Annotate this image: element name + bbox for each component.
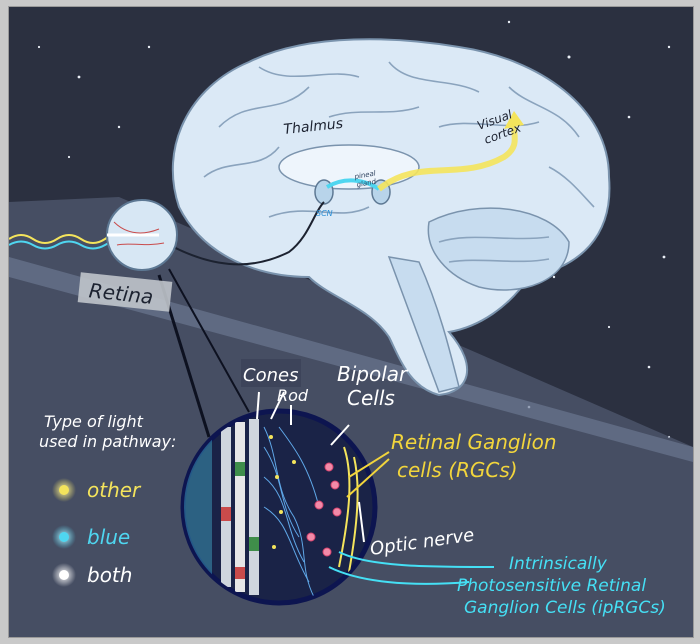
optic-nerve-line: [163, 201, 325, 266]
bipolar-threads: [263, 426, 320, 598]
labels: Thalmus Visual cortex pineal gland SCN R…: [77, 107, 666, 618]
blue-pathway: [325, 178, 381, 191]
yellow-pathway: [377, 126, 518, 192]
legend-title-2: used in pathway:: [39, 432, 176, 451]
legend-label-blue: blue: [87, 525, 130, 549]
rgc-label: Retinal Ganglion: [391, 430, 557, 454]
bipolar-label-2: Cells: [347, 386, 395, 410]
cones-label: Cones: [243, 365, 298, 386]
incoming-light-wave-blue: [9, 240, 118, 250]
eye: [106, 199, 178, 271]
bipolar-label: Bipolar: [337, 362, 409, 386]
pineal-label-2: gland: [356, 178, 377, 189]
circadian-pathway-diagram: Thalmus Visual cortex pineal gland SCN R…: [9, 20, 693, 637]
iprgc-label-3: Ganglion Cells (ipRGCs): [464, 598, 666, 618]
light-beam: [9, 197, 693, 637]
diagram-frame: Thalmus Visual cortex pineal gland SCN R…: [8, 6, 694, 638]
label-arrows: [256, 391, 495, 585]
legend-label-other: other: [87, 478, 142, 502]
legend: Type of light used in pathway: other blu…: [39, 412, 176, 587]
pineal-label: pineal: [353, 169, 376, 181]
photoreceptors: [221, 419, 259, 595]
rgc-label-2: cells (RGCs): [397, 458, 518, 482]
iprgc-label: Intrinsically: [509, 554, 608, 574]
yellow-pathway-arrow: [504, 111, 524, 129]
legend-title: Type of light: [44, 412, 144, 431]
legend-label-both: both: [87, 563, 132, 587]
brain: [171, 38, 611, 397]
scn-label: SCN: [316, 209, 333, 218]
rgc-cells: [306, 462, 342, 557]
thalmus-label: Thalmus: [283, 116, 344, 138]
zoom-line-right: [168, 268, 250, 413]
rod-label: Rod: [277, 386, 309, 405]
retina-label-box: [77, 272, 173, 312]
iprgc-label-2: Photosensitive Retinal: [457, 576, 646, 596]
light-beam-edge: [9, 257, 693, 462]
